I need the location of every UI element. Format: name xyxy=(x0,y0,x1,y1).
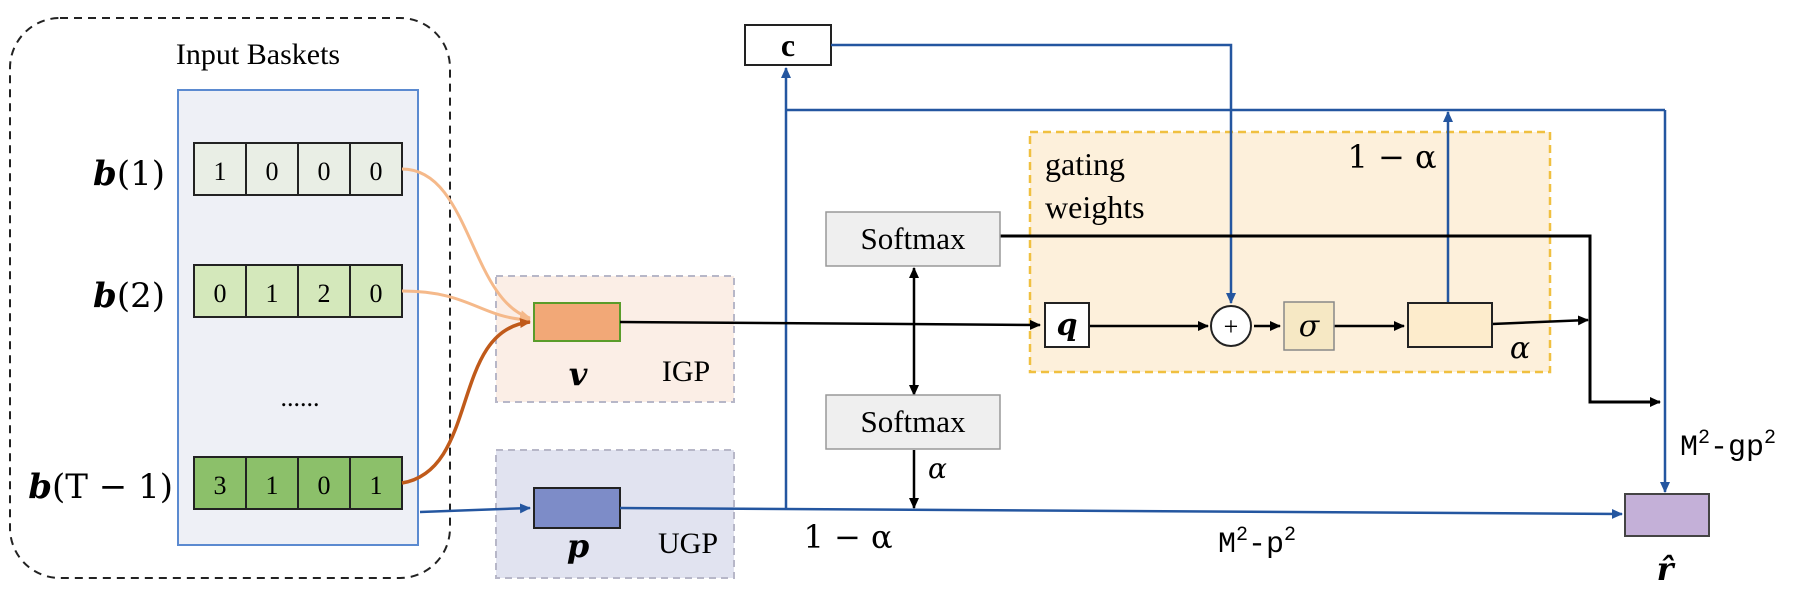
edge-bT-to-v xyxy=(401,318,531,485)
softmax-top xyxy=(825,211,1001,267)
edge-softmax-to-rhat xyxy=(1000,234,1661,407)
edge-v-to-q xyxy=(619,319,1041,330)
node-c xyxy=(744,24,832,66)
node-c-label: c xyxy=(781,27,795,63)
input-baskets-title: Input Baskets xyxy=(176,38,340,71)
edge-baskets-to-p xyxy=(419,503,531,514)
basket-label-last: b(T − 1) xyxy=(28,467,173,507)
vector-p-label: p xyxy=(567,527,589,565)
basket-cell-value: 0 xyxy=(214,279,227,308)
basket-label-1: b(1) xyxy=(93,154,165,194)
basket-cell xyxy=(193,142,247,196)
basket-cell-value: 0 xyxy=(318,471,331,500)
m2-p2-label: M2-p2 xyxy=(1218,524,1296,562)
basket-row-last: b(T − 1) 3 1 0 1 xyxy=(28,456,403,510)
basket-cell xyxy=(245,142,299,196)
basket-cell xyxy=(193,456,247,510)
basket-cell xyxy=(349,264,403,318)
basket-cell-value: 0 xyxy=(370,279,383,308)
edge-b1-to-v xyxy=(401,167,531,320)
basket-cell-value: 1 xyxy=(214,157,227,186)
gate-alpha-label: α xyxy=(1510,331,1530,366)
igp-label: IGP xyxy=(662,355,710,388)
gating-title-line1: gating xyxy=(1045,146,1125,182)
output-rhat-label: r̂ xyxy=(1657,550,1676,588)
vector-v-label: v xyxy=(569,355,588,393)
m2-gp2-label: M2-gp2 xyxy=(1680,427,1776,465)
node-sigma xyxy=(1283,301,1335,351)
basket-cell-value: 0 xyxy=(266,157,279,186)
basket-cell-value: 1 xyxy=(266,471,279,500)
basket-cell-value: 1 xyxy=(370,471,383,500)
one-minus-alpha-label: 1 − α xyxy=(1347,138,1436,176)
edge-b2-to-v xyxy=(401,289,531,325)
basket-ellipsis: ...... xyxy=(281,383,320,412)
edge-p-to-rhat xyxy=(619,506,1623,519)
softmax-bottom xyxy=(825,394,1001,450)
plus-node xyxy=(1210,305,1252,347)
softmax-bottom-label: Softmax xyxy=(860,404,966,439)
basket-cell-value: 3 xyxy=(214,471,227,500)
node-q xyxy=(1044,302,1090,348)
edge-c-to-plus xyxy=(831,43,1236,304)
ugp-label: UGP xyxy=(658,527,718,560)
basket-cell xyxy=(245,456,299,510)
basket-row-1: b(1) 1 0 0 0 xyxy=(93,142,403,196)
gating-title-line2: weights xyxy=(1045,189,1145,225)
bottom-one-minus-alpha-label: 1 − α xyxy=(803,518,892,556)
basket-cell-value: 0 xyxy=(318,157,331,186)
input-baskets-group: Input Baskets b(1) 1 0 0 0 b(2) 0 1 2 0 … xyxy=(9,17,451,579)
softmax-top-label: Softmax xyxy=(860,221,966,256)
gate-output-box xyxy=(1407,302,1493,348)
vector-v xyxy=(533,302,621,342)
plus-node-label: + xyxy=(1224,312,1239,341)
basket-cell-value: 0 xyxy=(370,157,383,186)
basket-cell-value: 2 xyxy=(318,279,331,308)
softmax-alpha-label: α xyxy=(928,452,947,485)
basket-row-2: b(2) 0 1 2 0 xyxy=(93,264,403,318)
basket-cell-value: 1 xyxy=(266,279,279,308)
basket-label-2: b(2) xyxy=(93,276,165,316)
output-rhat-box xyxy=(1624,493,1710,537)
node-q-label: q xyxy=(1057,308,1078,343)
vector-p xyxy=(533,487,621,529)
edge-gate-alpha-out xyxy=(1491,315,1589,326)
node-sigma-label: σ xyxy=(1299,309,1321,344)
